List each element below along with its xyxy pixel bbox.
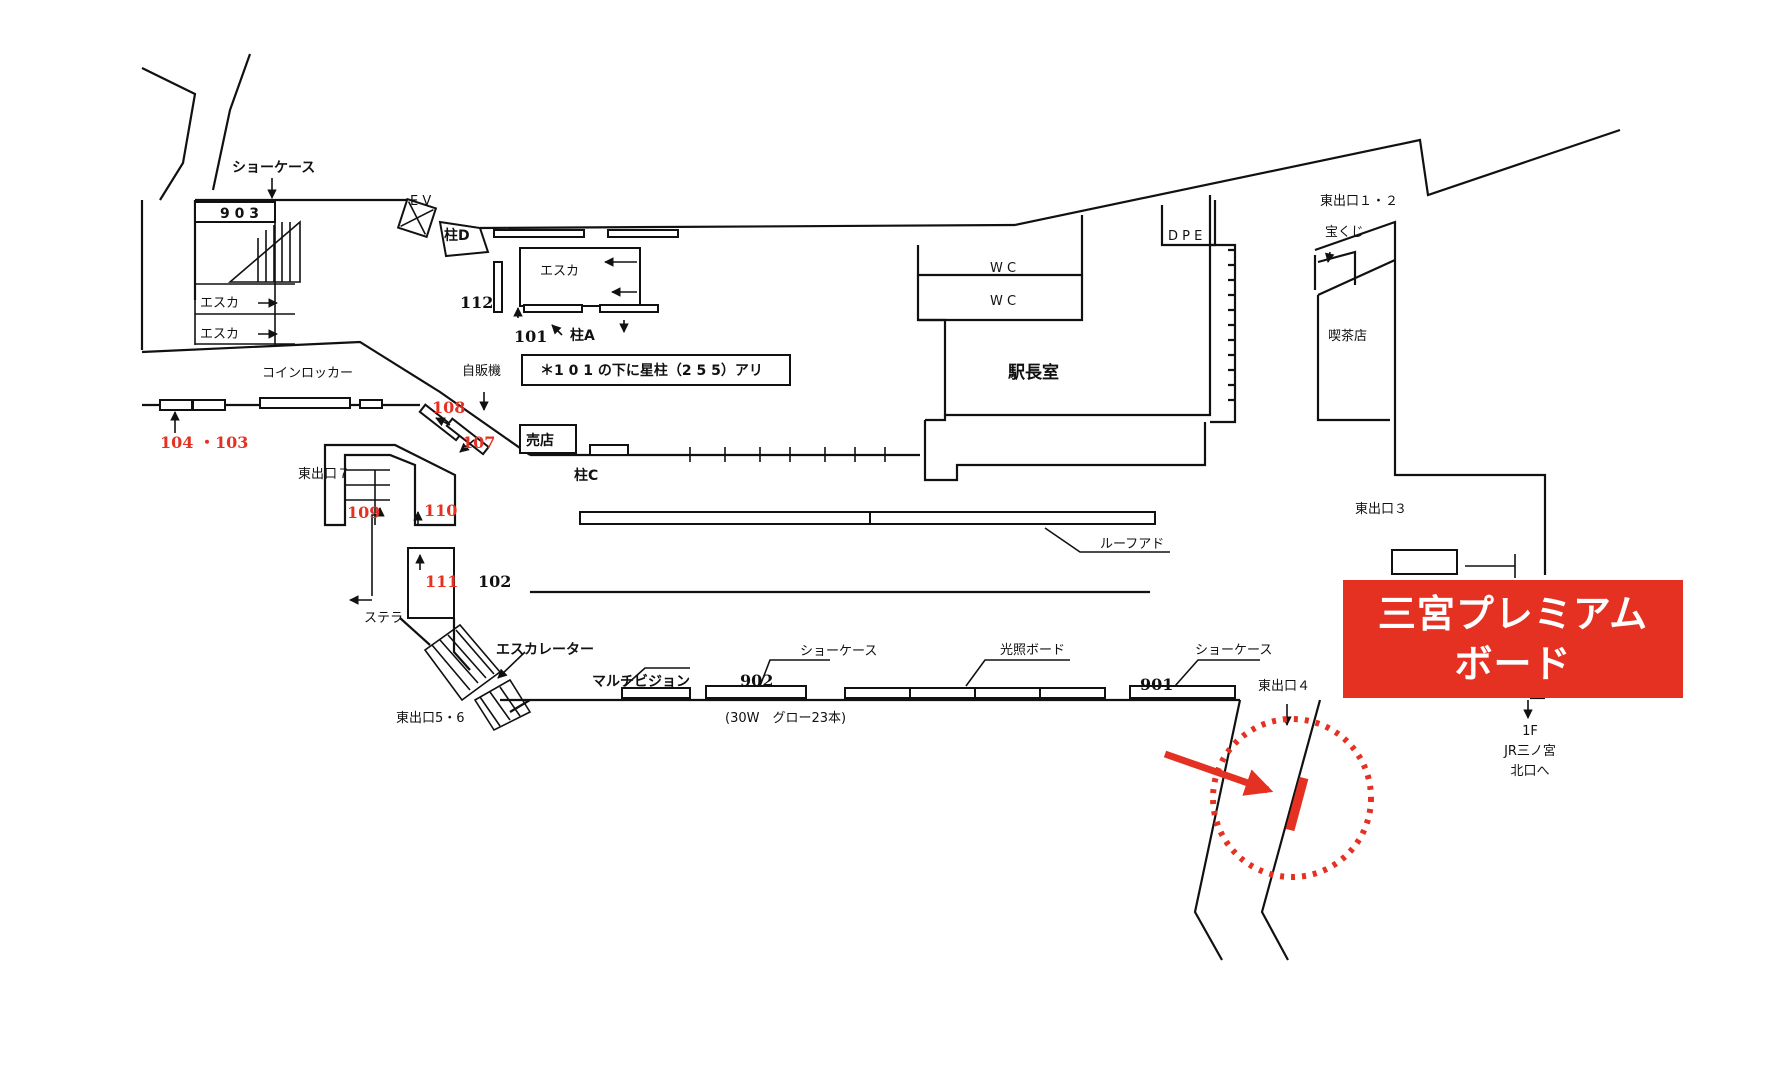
label-wc-2: W C	[990, 294, 1016, 309]
label-112: 112	[460, 293, 493, 312]
label-showcase-mid: ショーケース	[800, 644, 877, 659]
coin-locker-area	[159, 392, 489, 433]
label-101: 101	[514, 327, 547, 346]
label-note-30w: (30W グロー23本)	[725, 711, 846, 726]
office-block	[916, 195, 1237, 482]
label-roof-ad: ルーフアド	[1100, 537, 1164, 552]
lower-escalator	[423, 623, 532, 732]
label-escalator-mid: エスカ	[540, 264, 579, 279]
label-902: 902	[740, 671, 773, 690]
callout-line-2: ボード	[1454, 642, 1572, 686]
stairs-109-110	[323, 443, 471, 671]
label-escalator-lower: エスカレーター	[496, 642, 594, 658]
label-vending: 自販機	[462, 364, 501, 379]
label-escalator-l1: エスカ	[200, 296, 239, 311]
label-stationmaster: 駅長室	[1007, 362, 1059, 383]
label-sutera: ステラ	[364, 611, 403, 626]
label-north-exit: 北口へ	[1510, 764, 1549, 779]
label-102: 102	[478, 572, 511, 591]
label-ev: E V	[410, 194, 431, 209]
label-pillar-d: 柱D	[444, 227, 470, 244]
slanted-boxes	[418, 403, 629, 456]
roof-ad	[579, 511, 1170, 553]
label-jr-line: JR三ノ宮	[1503, 743, 1556, 759]
label-903: 9 0 3	[220, 206, 259, 222]
label-escalator-l2: エスカ	[200, 327, 239, 342]
label-east-exit-5-6: 東出口5・6	[396, 710, 465, 726]
right-block	[1313, 220, 1547, 719]
label-note-box: ＊1 0 1 の下に星柱（2 5 5）アリ	[540, 362, 763, 379]
lower-corridor	[500, 659, 1260, 713]
note-box	[521, 354, 791, 386]
premium-board-marker	[1163, 716, 1374, 880]
label-showcase-top: ショーケース	[232, 160, 315, 176]
corridor-ticks	[689, 447, 886, 462]
callout-line-1: 三宮プレミアム	[1377, 592, 1649, 636]
label-cafe: 喫茶店	[1328, 328, 1367, 344]
exit4-corridor	[1193, 699, 1322, 961]
label-coin-locker: コインロッカー	[262, 366, 353, 381]
label-110: 110	[424, 501, 457, 520]
label-east-exit-3: 東出口３	[1355, 501, 1407, 517]
label-pillar-a: 柱A	[570, 327, 595, 344]
label-east-exit-7: 東出口７	[298, 466, 350, 482]
label-pillar-c: 柱C	[574, 467, 598, 484]
label-wc-1: W C	[990, 261, 1016, 276]
ev-area	[396, 197, 679, 336]
label-light-board: 光照ボード	[1000, 643, 1065, 658]
premium-board-callout: 三宮プレミアム ボード	[1343, 580, 1683, 698]
label-east-exit-1-2: 東出口１・２	[1320, 193, 1398, 209]
left-stairs-block	[194, 178, 301, 345]
label-showcase-right: ショーケース	[1195, 643, 1272, 658]
label-shop: 売店	[526, 432, 554, 449]
label-dpe: D P E	[1168, 229, 1202, 244]
label-107: 107	[462, 433, 495, 452]
label-104-103: 104 ・103	[160, 433, 248, 452]
label-111: 111	[425, 572, 458, 591]
label-108: 108	[432, 398, 465, 417]
label-109: 109	[347, 503, 380, 522]
label-east-exit-4: 東出口４	[1258, 678, 1310, 694]
label-multi-vision: マルチビジョン	[592, 674, 690, 690]
label-1f: 1F	[1522, 724, 1538, 739]
label-901: 901	[1140, 675, 1173, 694]
label-takarakuji: 宝くじ	[1325, 225, 1364, 240]
map-labels: ショーケース 9 0 3 E V 柱D エスカ エスカ エスカ 112 101 …	[160, 160, 1556, 779]
